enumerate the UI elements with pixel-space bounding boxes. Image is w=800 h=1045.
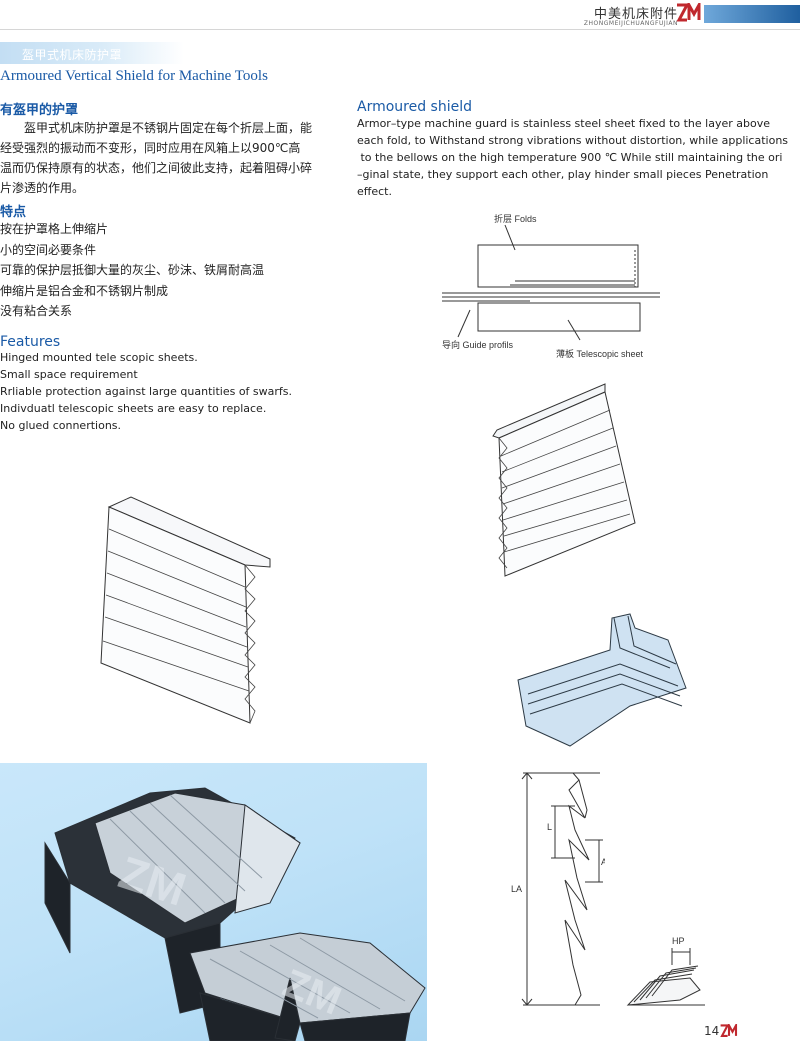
paragraph-line: effect. [357,185,392,198]
footer-logo [720,1024,738,1037]
header-accent-bar [704,5,800,23]
features-list-cn: 按在护罩格上伸缩片 小的空间必要条件 可靠的保护层抵御大量的灰尘、砂沫、铁屑耐高… [0,219,340,322]
company-name-en: ZHONGMEIJICHUANGFUJIAN [583,20,678,27]
shield-illustration-u-shape [517,613,687,747]
dimension-drawing: L AP LA [511,772,605,1006]
label-folds: 折层 Folds [494,213,537,224]
paragraph-line: to the bellows on the high temperature 9… [357,151,783,164]
list-item: 小的空间必要条件 [0,242,97,257]
armoured-paragraph-en: Armor–type machine guard is stainless st… [357,115,789,200]
intro-paragraph-cn: 盔甲式机床防护罩是不锈钢片固定在每个折层上面，能经受强烈的振动而不变形，同时应用… [0,121,313,195]
company-logo [676,3,701,22]
intro-heading-cn: 有盔甲的护罩 [0,103,79,118]
paragraph-line: Armor–type machine guard is stainless st… [357,117,770,130]
dim-label-AP: AP [601,857,605,867]
list-item: 按在护罩格上伸缩片 [0,222,109,236]
dim-label-L: L [547,822,552,832]
header-divider [0,29,800,30]
hp-detail-drawing: HP [626,936,705,1006]
label-telescopic-sheet: 薄板 Telescopic sheet [556,348,644,359]
product-photo: ZM ZM [0,763,427,1042]
shield-illustration-small [492,383,636,577]
cross-section-diagram: 折层 Folds 导向 Guide profils 薄板 Telescopic … [442,213,660,359]
shield-illustration-large [100,496,271,724]
banner-title-cn: 盔甲式机床防护罩 [22,48,123,62]
list-item: 没有粘合关系 [0,304,73,318]
page-title: Armoured Vertical Shield for Machine Too… [0,68,268,84]
dim-label-HP: HP [672,936,685,946]
label-guide: 导向 Guide profils [442,339,514,350]
list-item: Indivduatl telescopic sheets are easy to… [0,402,267,415]
list-item: Small space requirement [0,368,138,381]
paragraph-line: –ginal state, they support each other, p… [357,168,769,181]
dim-label-LA: LA [511,884,522,894]
company-name-cn: 中美机床附件 [593,7,678,22]
armoured-heading-en: Armoured shield [357,99,473,115]
features-heading-en: Features [0,334,61,350]
banner-background [0,42,184,64]
product-photo-render: ZM ZM [44,787,426,1042]
features-heading-cn: 特点 [0,205,27,220]
list-item: No glued connertions. [0,419,122,432]
paragraph-line: each fold, to Withstand strong vibration… [357,134,789,147]
list-item: Rrliable protection against large quanti… [0,385,293,398]
list-item: 伸缩片是铝合金和不锈钢片制成 [0,283,169,298]
page-number: 14 [704,1024,720,1038]
features-list-en: Hinged mounted tele scopic sheets. Small… [0,349,340,434]
list-item: 可靠的保护层抵御大量的灰尘、砂沫、铁屑耐高温 [0,263,265,277]
list-item: Hinged mounted tele scopic sheets. [0,351,198,364]
